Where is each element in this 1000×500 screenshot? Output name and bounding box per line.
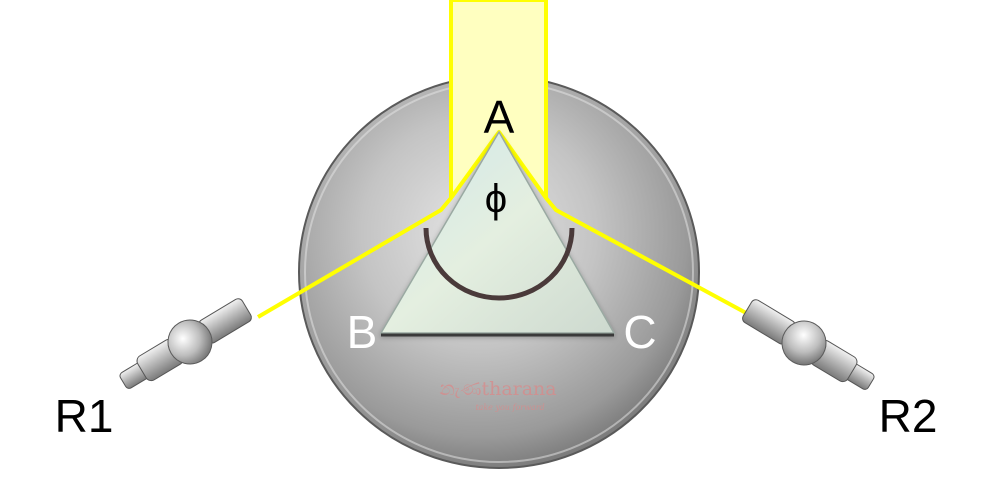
telescope-r2-body <box>781 320 827 366</box>
reflected-ray-right <box>544 196 749 316</box>
telescope-r2 <box>742 299 875 390</box>
vertex-c-label: C <box>623 306 656 358</box>
prism <box>379 130 616 334</box>
vertex-a-label: A <box>484 91 515 143</box>
watermark-logo: නැණtharana take you forward <box>439 378 556 412</box>
angle-symbol: ϕ <box>485 177 507 221</box>
vertex-b-label: B <box>347 306 378 358</box>
telescope-r2-label: R2 <box>879 390 938 442</box>
telescope-r1 <box>119 298 252 389</box>
incident-light-beam <box>449 0 548 200</box>
reflected-ray-left <box>256 196 453 319</box>
watermark-tagline: take you forward <box>475 403 544 412</box>
watermark-logo-text: නැණtharana <box>439 378 556 400</box>
angle-arc <box>423 227 575 301</box>
telescope-r1-label: R1 <box>55 390 114 442</box>
telescope-r1-body <box>167 319 213 365</box>
